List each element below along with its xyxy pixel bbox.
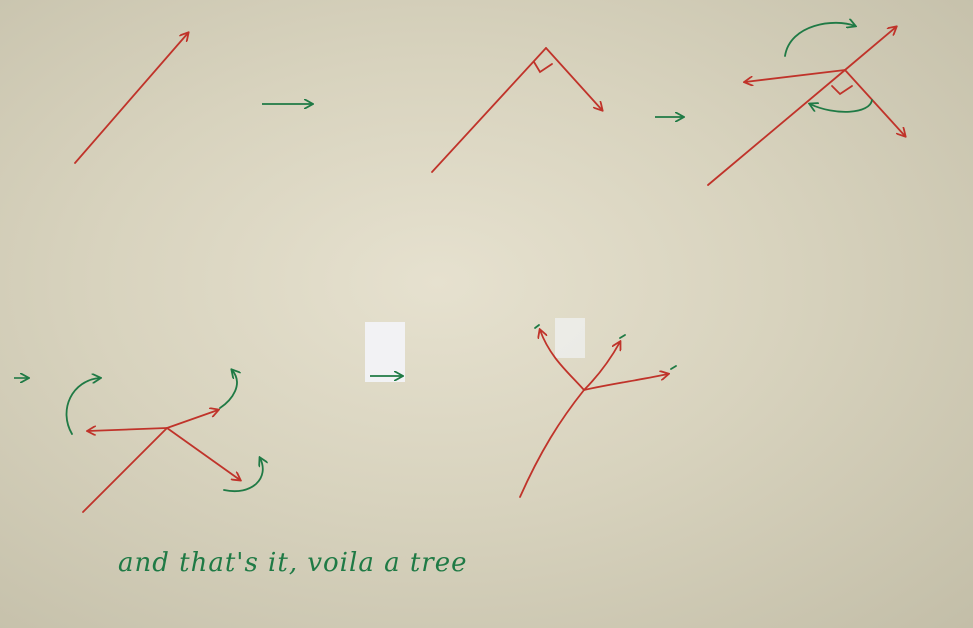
tree-tip-marks — [534, 324, 677, 370]
stage-rotated-tips — [82, 410, 240, 513]
stage-single-branch — [74, 33, 188, 164]
rotation-arrows-4 — [65, 370, 263, 493]
caption: and that's it, voila a tree — [118, 548, 468, 578]
stage-rotated-branches — [707, 27, 905, 186]
window-reflection-right — [555, 318, 585, 358]
stage-tree — [519, 330, 668, 498]
stage-bent-branch — [431, 47, 602, 173]
rotation-arrows-3 — [784, 23, 873, 113]
